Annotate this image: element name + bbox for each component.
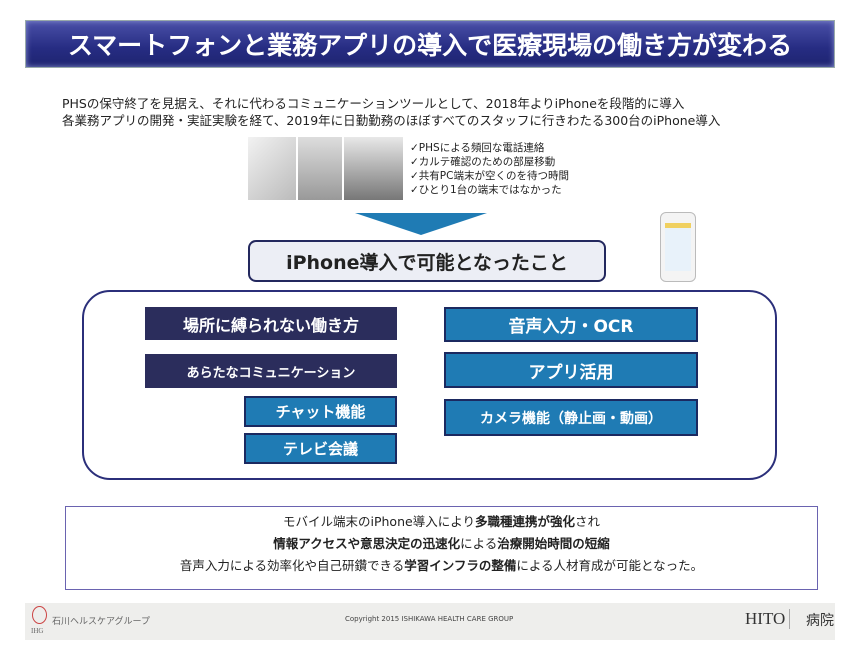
hospital-logo-latin: HITO xyxy=(745,609,791,629)
text: され xyxy=(574,514,600,529)
group-name: 石川ヘルスケアグループ xyxy=(52,617,151,627)
summary-line-2: 情報アクセスや意思決定の迅速化による治療開始時間の短縮 xyxy=(66,537,817,551)
text: による xyxy=(460,536,498,551)
bold-text: 多職種連携が強化 xyxy=(474,514,575,529)
phs-photo xyxy=(298,137,342,200)
ihg-logo-icon xyxy=(32,606,47,624)
footer: IHG 石川ヘルスケアグループ Copyright 2015 ISHIKAWA … xyxy=(25,603,835,640)
summary-line-1: モバイル端末のiPhone導入により多職種連携が強化され xyxy=(66,515,817,529)
issue-item: ✓ひとり1台の端末ではなかった xyxy=(410,184,562,196)
summary-box: モバイル端末のiPhone導入により多職種連携が強化され 情報アクセスや意思決定… xyxy=(65,506,818,590)
bold-text: 治療開始時間の短縮 xyxy=(497,536,610,551)
iphone-image xyxy=(660,212,696,282)
text: による人材育成が可能となった。 xyxy=(516,558,704,573)
capability-camera: カメラ機能（静止画・動画） xyxy=(444,399,698,436)
capability-new-communication: あらたなコミュニケーション xyxy=(145,354,397,388)
intro-line-1: PHSの保守終了を見据え、それに代わるコミュニケーションツールとして、2018年… xyxy=(62,96,685,111)
text: モバイル端末のiPhone導入により xyxy=(283,514,475,529)
hospital-logo-jp: 病院 xyxy=(806,613,834,629)
capability-video-conference: テレビ会議 xyxy=(244,433,397,464)
copyright: Copyright 2015 ISHIKAWA HEALTH CARE GROU… xyxy=(345,615,514,623)
bold-text: 情報アクセスや意思決定の迅速化 xyxy=(273,536,461,551)
intro-line-2: 各業務アプリの開発・実証実験を経て、2019年に日勤勤務のほぼすべてのスタッフに… xyxy=(62,113,721,128)
desk-phone-photo xyxy=(248,137,296,200)
capabilities-panel xyxy=(82,290,777,480)
text: 音声入力による効率化や自己研鑽できる xyxy=(179,558,405,573)
capability-chat: チャット機能 xyxy=(244,396,397,427)
issue-item: ✓PHSによる頻回な電話連絡 xyxy=(410,142,545,154)
capability-app-usage: アプリ活用 xyxy=(444,352,698,388)
down-arrow-icon xyxy=(355,213,487,235)
capability-anywhere-work: 場所に縛られない働き方 xyxy=(145,307,397,340)
ihg-logo-text: IHG xyxy=(31,627,44,635)
bold-text: 学習インフラの整備 xyxy=(404,558,517,573)
result-heading: iPhone導入で可能となったこと xyxy=(248,240,606,282)
slide-title: スマートフォンと業務アプリの導入で医療現場の働き方が変わる xyxy=(25,20,835,68)
issue-item: ✓共有PC端末が空くのを待つ時間 xyxy=(410,170,569,182)
shared-pc-photo xyxy=(344,137,403,200)
issue-item: ✓カルテ確認のための部屋移動 xyxy=(410,156,556,168)
capability-voice-ocr: 音声入力・OCR xyxy=(444,307,698,342)
summary-line-3: 音声入力による効率化や自己研鑽できる学習インフラの整備による人材育成が可能となっ… xyxy=(66,559,817,573)
